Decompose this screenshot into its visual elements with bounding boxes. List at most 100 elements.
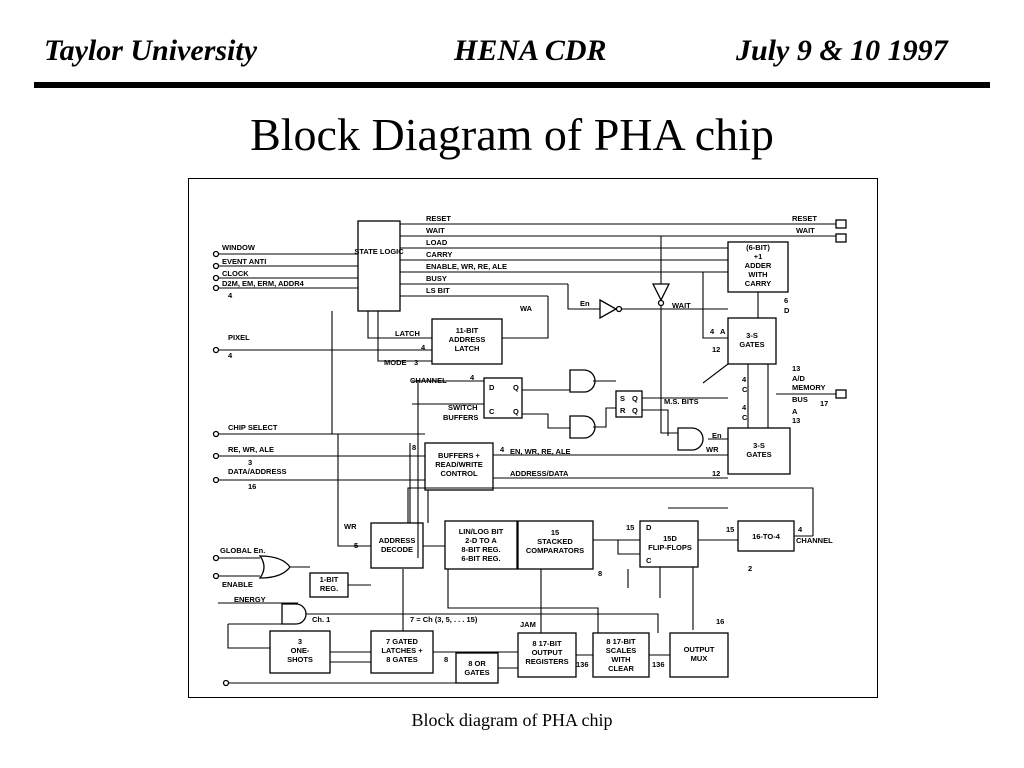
lbl-bus: BUS xyxy=(792,395,808,404)
scales-l4: CLEAR xyxy=(608,664,634,673)
gates-bottom-l2: GATES xyxy=(746,450,771,459)
lbl-n4e: 4 xyxy=(710,327,715,336)
scales-l1: 8 17-BIT xyxy=(606,637,636,646)
lbl-n136a: 136 xyxy=(576,660,589,669)
latches7-l1: 7 GATED xyxy=(386,637,419,646)
flipflops-l2: FLIP-FLOPS xyxy=(648,543,692,552)
and-gate-4 xyxy=(281,603,307,625)
lbl-n17: 17 xyxy=(820,399,828,408)
reg1bit-l1: 1-BIT xyxy=(320,575,339,584)
addr-decode-l1: ADDRESS xyxy=(379,536,416,545)
lbl-wr2: WR xyxy=(706,445,719,454)
diagram-frame xyxy=(188,178,878,698)
flipflops-l1: 15D xyxy=(663,534,677,543)
state-logic-label: STATE LOGIC xyxy=(354,247,404,256)
ff-c: C xyxy=(646,556,652,565)
lbl-a: A xyxy=(720,327,726,336)
sr-r: R xyxy=(620,406,626,415)
lbl-n2: 2 xyxy=(748,564,752,573)
state-logic-block xyxy=(357,220,401,312)
latches7-l2: LATCHES + xyxy=(381,646,423,655)
dff-q: Q xyxy=(513,383,519,392)
comparators-l1: 15 xyxy=(551,528,559,537)
figure-caption: Block diagram of PHA chip xyxy=(411,710,613,730)
addr-latch-l3: LATCH xyxy=(455,344,480,353)
lbl-ch1: Ch. 1 xyxy=(312,615,330,624)
lbl-memory: MEMORY xyxy=(792,383,825,392)
buffers-l1: BUFFERS + xyxy=(438,451,481,460)
header-left: Taylor University xyxy=(44,34,258,67)
lbl-pixel: PIXEL xyxy=(228,333,250,342)
lbl-enable: ENABLE xyxy=(222,580,253,589)
or-gate xyxy=(258,555,291,579)
lbl-c: C xyxy=(742,385,748,394)
gates-bottom-l1: 3-S xyxy=(753,441,765,450)
adder-l1: (6-BIT) xyxy=(746,243,770,252)
lbl-ls-bit: LS BIT xyxy=(426,286,450,295)
lbl-n4b: 4 xyxy=(228,351,233,360)
oneshots-l2: ONE- xyxy=(291,646,310,655)
lbl-enable-wr: ENABLE, WR, RE, ALE xyxy=(426,262,507,271)
lbl-en: En xyxy=(580,299,590,308)
addr-latch-l1: 11-BIT xyxy=(456,326,479,335)
linlog-l4: 6-BIT REG. xyxy=(461,554,500,563)
lbl-reset: RESET xyxy=(426,214,451,223)
terminals xyxy=(212,250,230,687)
outregs-l3: REGISTERS xyxy=(525,657,568,666)
lbl-channel-out: CHANNEL xyxy=(796,536,833,545)
buffer-en xyxy=(599,298,618,320)
and-gate-2 xyxy=(569,415,596,439)
lbl-switch: SWITCH xyxy=(448,403,478,412)
lbl-n4g: 4 xyxy=(742,403,747,412)
orgates-l2: GATES xyxy=(464,668,489,677)
lbl-latch: LATCH xyxy=(395,329,420,338)
lbl-n8: 8 xyxy=(412,443,416,452)
dff-qb: Q xyxy=(513,407,519,416)
reg1bit-l2: REG. xyxy=(320,584,338,593)
wait-pad xyxy=(835,233,847,243)
lbl-d: D xyxy=(784,306,790,315)
scales-l3: WITH xyxy=(611,655,630,664)
wait-bubble xyxy=(657,299,665,307)
linlog-l2: 2-D TO A xyxy=(465,536,497,545)
lbl-event-anti: EVENT ANTI xyxy=(222,257,266,266)
linlog-block xyxy=(444,520,518,570)
gates-top-l1: 3-S xyxy=(746,331,758,340)
lbl-re-wr-ale: RE, WR, ALE xyxy=(228,445,274,454)
lbl-global-en: GLOBAL En. xyxy=(220,546,265,555)
scales-l2: SCALES xyxy=(606,646,636,655)
lbl-data-address: DATA/ADDRESS xyxy=(228,467,286,476)
lbl-n4-en: 4 xyxy=(500,445,505,454)
lbl-n13b: 13 xyxy=(792,416,800,425)
sr-qb: Q xyxy=(632,406,638,415)
linlog-l1: LIN/LOG BIT xyxy=(459,527,504,536)
dff-c: C xyxy=(489,407,495,416)
buffers-l3: CONTROL xyxy=(440,469,477,478)
outregs-block xyxy=(517,632,577,678)
sr-latch xyxy=(615,390,643,418)
lbl-n4a: 4 xyxy=(228,291,233,300)
lbl-carry: CARRY xyxy=(426,250,452,259)
oneshots-l3: SHOTS xyxy=(287,655,313,664)
gates-bottom-block xyxy=(727,427,791,475)
orgates-l1: 8 OR xyxy=(468,659,486,668)
latches7-block xyxy=(370,630,434,674)
outmux-l1: OUTPUT xyxy=(684,645,715,654)
block-diagram: STATE LOGIC (6-BIT) +1 ADDER WITH CARRY … xyxy=(212,214,847,687)
lbl-en-wr-re-ale: EN, WR, RE, ALE xyxy=(510,447,571,456)
lbl-n5: 5 xyxy=(354,541,358,550)
sr-q: Q xyxy=(632,394,638,403)
lbl-address-data: ADDRESS/DATA xyxy=(510,469,569,478)
lbl-window: WINDOW xyxy=(222,243,256,252)
page-title: Block Diagram of PHA chip xyxy=(250,109,774,160)
lbl-mode: MODE xyxy=(384,358,407,367)
d-flipflop xyxy=(483,377,523,419)
lbl-en2: En xyxy=(712,431,722,440)
lbl-n16b: 16 xyxy=(716,617,724,626)
wait-inverter xyxy=(651,283,671,302)
lbl-wait-out: WAIT xyxy=(796,226,815,235)
mux16-block xyxy=(737,520,795,552)
oneshots-l1: 3 xyxy=(298,637,302,646)
lbl-n4h: 4 xyxy=(798,525,803,534)
buffers-l2: READ/WRITE xyxy=(435,460,483,469)
